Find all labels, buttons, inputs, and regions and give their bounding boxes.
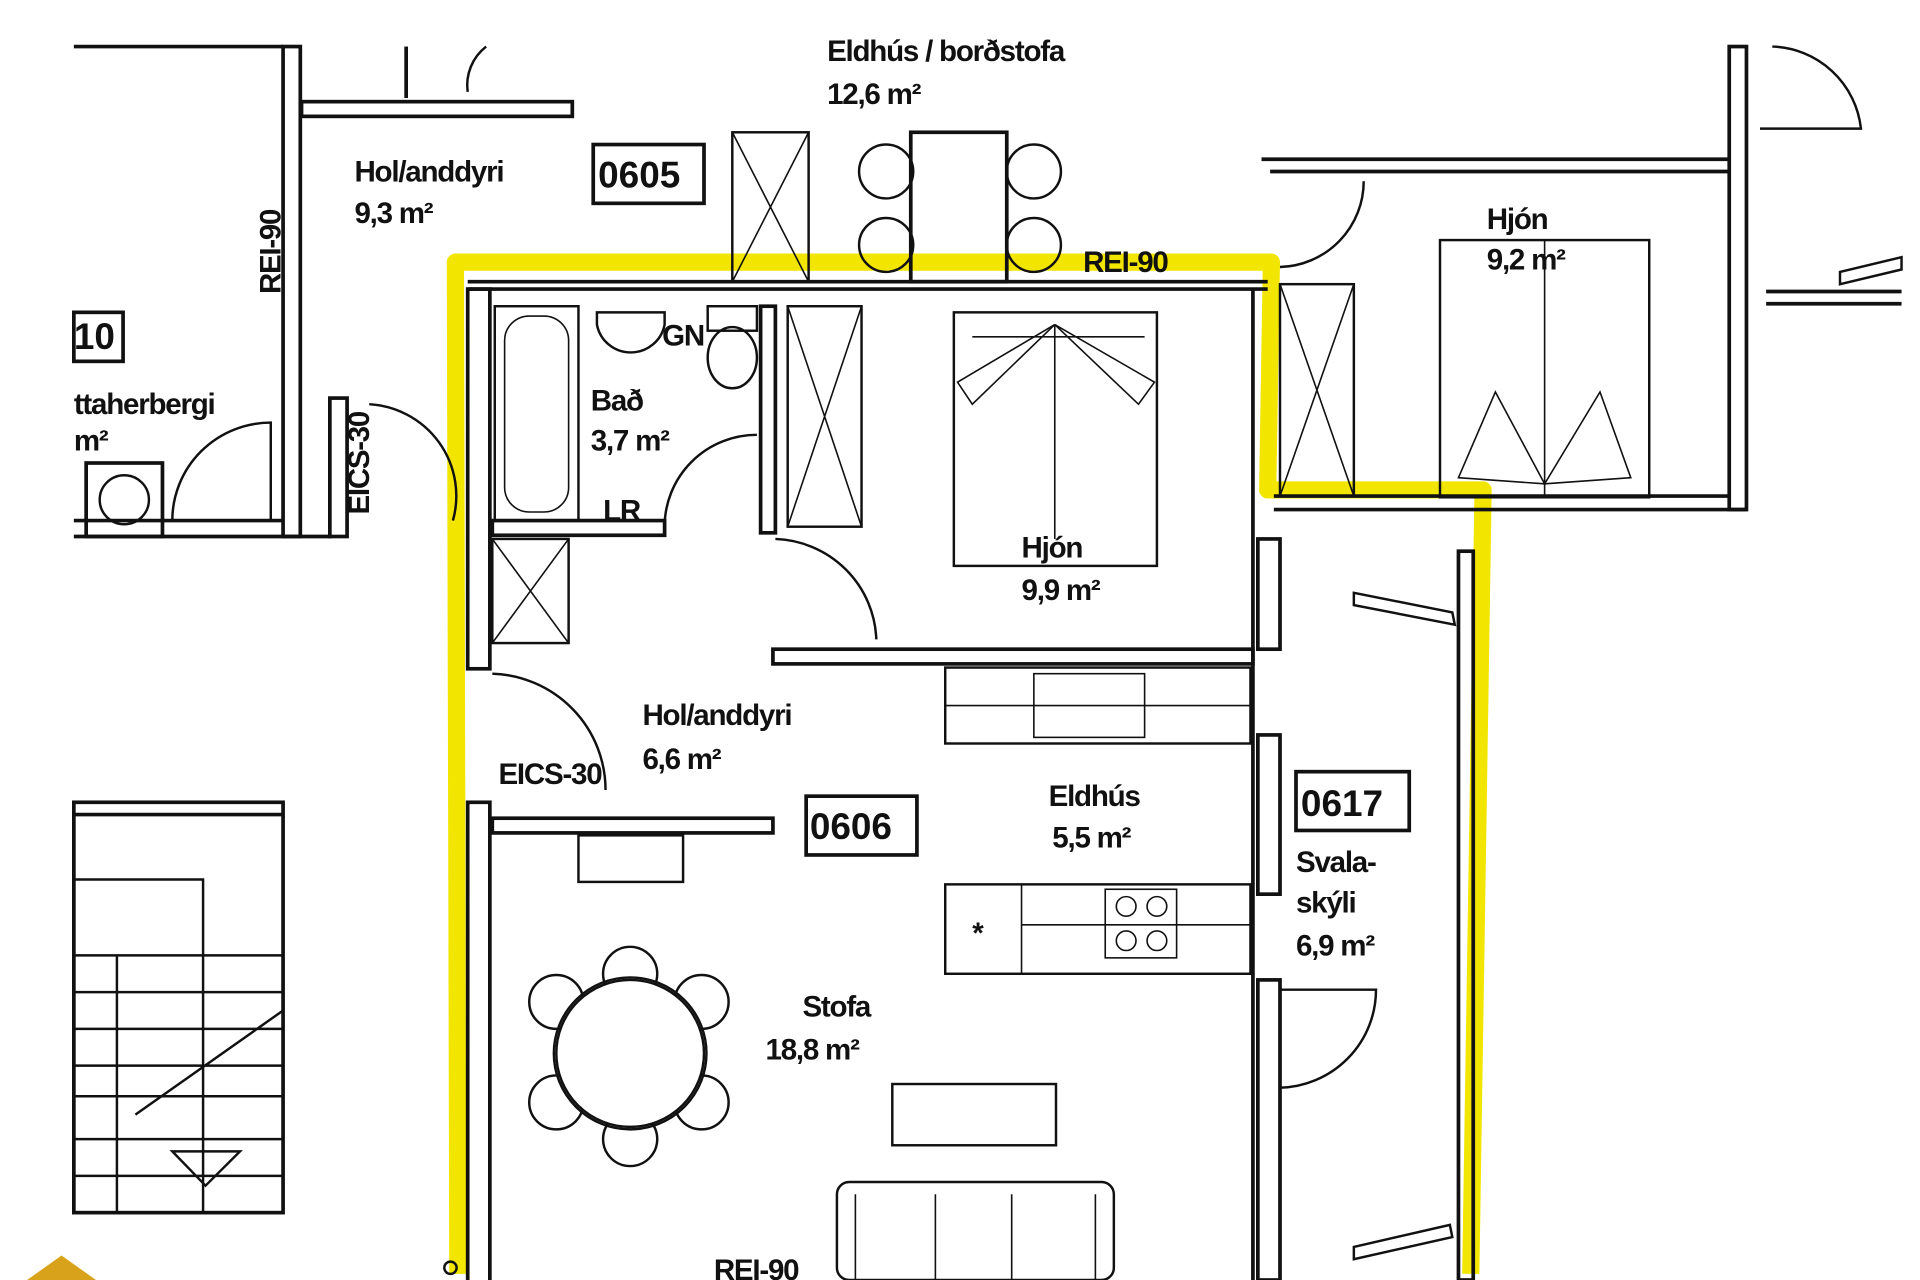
fixtures: * xyxy=(491,304,1252,1280)
room-label: Stofa xyxy=(802,991,872,1024)
apartment-highlight-outline xyxy=(446,253,1492,1275)
room-area: 9,2 m² xyxy=(1487,244,1566,277)
unit-number: 0606 xyxy=(810,806,892,847)
room-label: Svala- xyxy=(1296,846,1376,879)
door-rating: EICS-30 xyxy=(498,758,602,791)
fixture-label: GN xyxy=(662,319,704,352)
room-labels: REI-90 Bað 3,7 m² GN LR Hjón 9,9 m² Hol/… xyxy=(498,246,1412,1280)
wall-rating: REI-90 xyxy=(255,209,288,294)
door-rating: EICS-30 xyxy=(343,411,376,514)
wall-rating: REI-90 xyxy=(714,1254,799,1280)
apartment-0606-walls xyxy=(443,181,1903,1280)
fridge-symbol: * xyxy=(972,917,984,950)
unit-number: 10 xyxy=(74,316,115,357)
room-area: 18,8 m² xyxy=(766,1034,861,1067)
room-area: 6,6 m² xyxy=(642,743,721,776)
unit-number: 0617 xyxy=(1301,783,1383,824)
wall-rating: REI-90 xyxy=(1083,246,1168,279)
room-label: ttaherbergi xyxy=(74,388,215,421)
staircase xyxy=(72,800,285,1215)
room-area: 6,9 m² xyxy=(1296,929,1375,962)
room-area: 5,5 m² xyxy=(1052,822,1131,855)
room-label: Hol/anddyri xyxy=(354,155,503,188)
room-label: Hjón xyxy=(1487,203,1548,236)
neighbour-unit-0605: 10 ttaherbergi m² REI-90 EICS-30 Hol/and… xyxy=(72,35,1067,539)
room-area: 9,9 m² xyxy=(1022,574,1101,607)
room-area: 12,6 m² xyxy=(827,78,922,111)
room-label: skýli xyxy=(1296,887,1356,920)
room-area: 3,7 m² xyxy=(591,425,670,458)
room-area: m² xyxy=(74,425,109,458)
corner-logo-mark xyxy=(27,1255,97,1280)
room-label: Hol/anddyri xyxy=(642,699,791,732)
room-label: Hjón xyxy=(1022,531,1083,564)
room-label: Eldhús xyxy=(1049,780,1141,813)
unit-number: 0605 xyxy=(598,154,680,195)
room-area: 9,3 m² xyxy=(354,197,433,230)
neighbour-unit-right: Hjón 9,2 m² xyxy=(1261,44,1902,512)
room-label: Eldhús / borðstofa xyxy=(827,35,1066,68)
fixture-label: LR xyxy=(603,495,641,528)
room-label: Bað xyxy=(591,384,643,417)
